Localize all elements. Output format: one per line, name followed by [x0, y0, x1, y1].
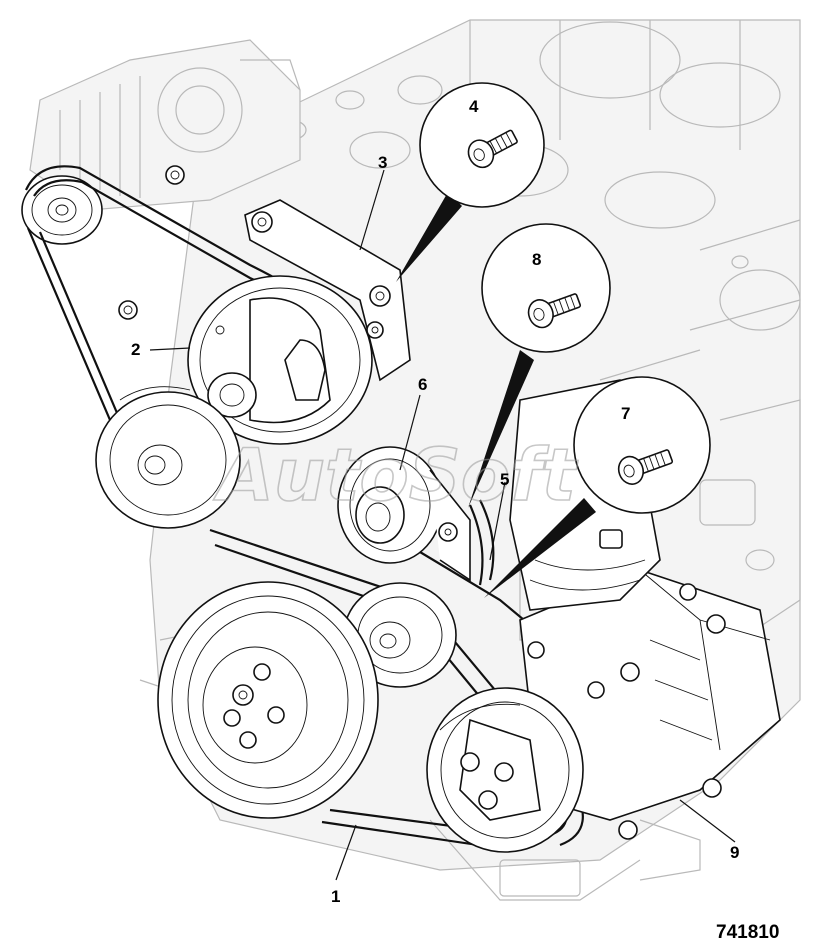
- leader-lines: [149, 169, 736, 881]
- mounting-bracket: [118, 165, 411, 382]
- detail-bolt-8: [468, 223, 611, 508]
- callout-4: 4: [469, 97, 479, 116]
- callout-8: 8: [532, 250, 541, 269]
- callout-5: 5: [500, 470, 509, 489]
- watermark: AutoSoft: [213, 433, 579, 517]
- callout-7: 7: [621, 404, 630, 423]
- alternator-pulley: [21, 175, 103, 245]
- alternator: [29, 39, 301, 211]
- callout-3: 3: [378, 153, 387, 172]
- figure-id: 741810: [716, 922, 779, 943]
- callout-6: 6: [418, 375, 427, 394]
- ac-compressor: [519, 569, 781, 840]
- callout-9: 9: [730, 843, 739, 862]
- callout-2: 2: [131, 340, 140, 359]
- callout-1: 1: [331, 887, 340, 906]
- crankshaft-pulley: [157, 581, 379, 819]
- water-pump-pulley: [187, 275, 373, 445]
- tensioner-pulley: [337, 446, 471, 582]
- lower-idler-pulley: [95, 386, 241, 529]
- detail-bolt-4: [396, 82, 545, 282]
- ac-compressor-pulley: [426, 687, 584, 853]
- detail-bolt-7: [484, 376, 711, 598]
